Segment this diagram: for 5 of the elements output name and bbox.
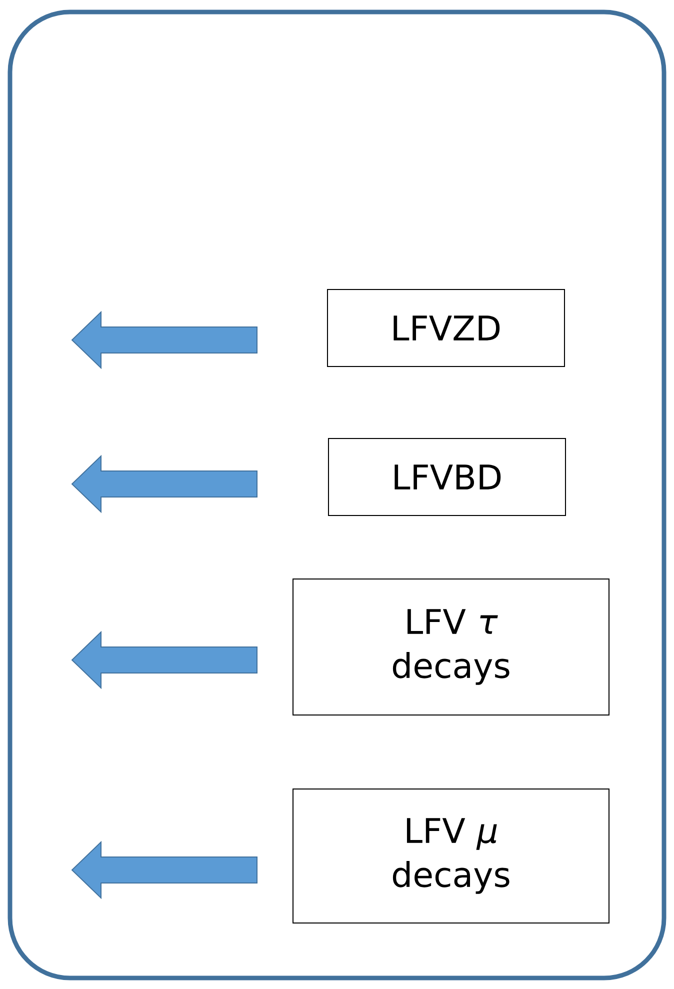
text-box: LFV τ decays: [292, 578, 610, 716]
text-box: LFV μ decays: [292, 788, 610, 924]
text-box: LFVBD: [328, 438, 566, 516]
panel-frame: [8, 10, 666, 980]
text-box: LFVZD: [327, 289, 565, 367]
